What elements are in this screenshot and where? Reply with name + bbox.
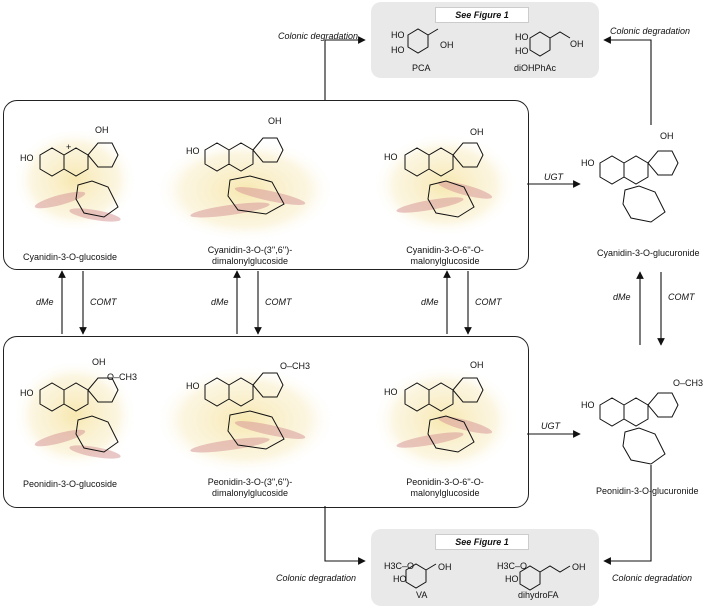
product-diohphac-label: diOHPhAc bbox=[514, 63, 557, 73]
va-h3co-label: H3C–O bbox=[384, 561, 415, 571]
product-dihydrofa-label: dihydroFA bbox=[518, 590, 559, 600]
diohphac-oh-label: OH bbox=[570, 39, 584, 49]
pca-oh-label: OH bbox=[440, 40, 454, 50]
diohphac-ho-label-1: HO bbox=[515, 32, 529, 42]
top-see-figure-label: See Figure 1 bbox=[435, 7, 529, 23]
peonidin-malonyl-name-line1: Peonidin-3-O-6''-O- bbox=[406, 477, 484, 487]
dme-label-2: dMe bbox=[211, 297, 229, 307]
colonic-degradation-top-right-label: Colonic degradation bbox=[610, 26, 691, 36]
peonidin-malonyl-name: Peonidin-3-O-6''-O- malonylglucoside bbox=[390, 477, 500, 499]
pca-ho-label-1: HO bbox=[391, 30, 405, 40]
cyanidin-dimalonyl-name-line2: dimalonylglucoside bbox=[211, 256, 289, 266]
ugt-label-bottom: UGT bbox=[541, 421, 560, 431]
peonidin-malonyl-name-line2: malonylglucoside bbox=[410, 488, 480, 498]
colonic-degradation-bottom-right-label: Colonic degradation bbox=[612, 573, 693, 583]
cy-dim-ho-label: HO bbox=[186, 146, 200, 156]
peonidin-dimalonyl-name-line1: Peonidin-3-O-(3'',6'')- bbox=[207, 477, 293, 487]
pe-dim-ho-label: HO bbox=[186, 381, 200, 391]
cyanidin-dimalonyl-name-line1: Cyanidin-3-O-(3'',6'')- bbox=[207, 245, 293, 255]
dme-label-1: dMe bbox=[36, 297, 54, 307]
arrow-colonic-top-right bbox=[603, 36, 652, 125]
product-pca-label: PCA bbox=[412, 63, 431, 73]
cy-dim-oh-label: OH bbox=[268, 116, 282, 126]
pe-glc-ho-label: HO bbox=[20, 388, 34, 398]
cyanidin-glucoside-name-line1: Cyanidin-3-O-glucoside bbox=[22, 252, 118, 262]
dme-label-4: dMe bbox=[613, 292, 631, 302]
dihydrofa-ho-label: HO bbox=[505, 574, 519, 584]
pe-glcA-ho-label: HO bbox=[581, 400, 595, 410]
molecule-skeletons bbox=[39, 28, 679, 591]
comt-label-3: COMT bbox=[475, 297, 502, 307]
pe-mal-ho-label: HO bbox=[384, 387, 398, 397]
dihydrofa-oh-label: OH bbox=[572, 562, 586, 572]
arrow-colonic-top-left bbox=[324, 36, 366, 100]
comt-label-2: COMT bbox=[265, 297, 292, 307]
comt-label-1: COMT bbox=[90, 297, 117, 307]
cy-mal-ho-label: HO bbox=[384, 152, 398, 162]
dihydrofa-h3co-label: H3C–O bbox=[497, 561, 528, 571]
pe-glcA-och3-label: O–CH3 bbox=[673, 378, 704, 388]
cy-glcA-oh-label: OH bbox=[660, 131, 674, 141]
cy-mal-oh-label: OH bbox=[470, 127, 484, 137]
dme-label-3: dMe bbox=[421, 297, 439, 307]
va-oh-label: OH bbox=[438, 562, 452, 572]
diohphac-ho-label-2: HO bbox=[515, 46, 529, 56]
peonidin-glucoside-name-line1: Peonidin-3-O-glucoside bbox=[22, 479, 118, 489]
arrow-colonic-bottom-left bbox=[324, 506, 366, 565]
cyanidin-glucoside-name: Cyanidin-3-O-glucoside bbox=[15, 252, 125, 263]
bottom-see-figure-label: See Figure 1 bbox=[435, 534, 529, 550]
pe-glc-och3-label: O–CH3 bbox=[107, 372, 138, 382]
cy-glc-ho-label: HO bbox=[20, 153, 34, 163]
comt-label-4: COMT bbox=[668, 292, 695, 302]
cy-glcA-ho-label: HO bbox=[581, 158, 595, 168]
cy-glc-oh-label: OH bbox=[95, 125, 109, 135]
cy-glc-plus-label: + bbox=[66, 142, 72, 152]
peonidin-glucoside-name: Peonidin-3-O-glucoside bbox=[15, 479, 125, 490]
peonidin-glucuronide-name: Peonidin-3-O-glucuronide bbox=[596, 486, 699, 496]
va-ho-label: HO bbox=[393, 574, 407, 584]
colonic-degradation-bottom-left-label: Colonic degradation bbox=[276, 573, 357, 583]
colonic-degradation-top-left-label: Colonic degradation bbox=[278, 31, 359, 41]
peonidin-dimalonyl-name: Peonidin-3-O-(3'',6'')- dimalonylglucosi… bbox=[190, 477, 310, 499]
pe-mal-oh-label: OH bbox=[470, 360, 484, 370]
pe-dim-och3-label: O–CH3 bbox=[280, 361, 311, 371]
cyanidin-malonyl-name-line2: malonylglucoside bbox=[410, 256, 480, 266]
product-va-label: VA bbox=[416, 590, 428, 600]
arrow-colonic-bottom-right bbox=[603, 465, 652, 565]
peonidin-dimalonyl-name-line2: dimalonylglucoside bbox=[211, 488, 289, 498]
pe-glc-oh-label: OH bbox=[92, 357, 106, 367]
cyanidin-malonyl-name-line1: Cyanidin-3-O-6''-O- bbox=[406, 245, 484, 255]
cyanidin-malonyl-name: Cyanidin-3-O-6''-O- malonylglucoside bbox=[390, 245, 500, 267]
cyanidin-dimalonyl-name: Cyanidin-3-O-(3'',6'')- dimalonylglucosi… bbox=[190, 245, 310, 267]
ugt-label-top: UGT bbox=[544, 172, 563, 182]
cyanidin-glucuronide-name: Cyanidin-3-O-glucuronide bbox=[597, 248, 700, 258]
pca-ho-label-2: HO bbox=[391, 45, 405, 55]
